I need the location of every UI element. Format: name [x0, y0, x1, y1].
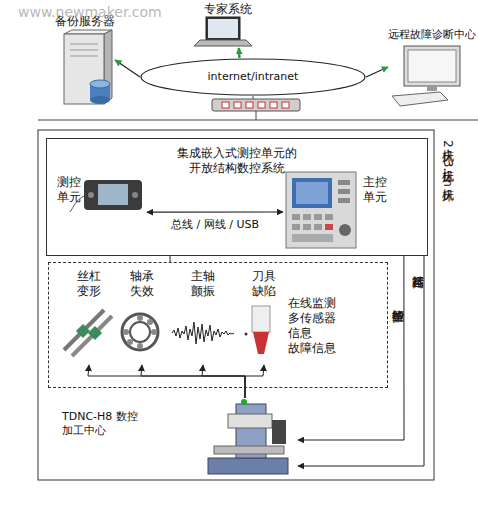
control-panel-icon [286, 172, 356, 248]
laptop-icon [194, 17, 252, 46]
monitor-icon [392, 46, 460, 106]
fault-item: 刀具 缺陷 [241, 267, 287, 365]
expert-system-node: 专家系统 [196, 2, 260, 48]
watermark: www.newmaker.com [18, 4, 162, 22]
cutting-tool-image [245, 306, 271, 354]
connector [245, 365, 264, 398]
network-switch [38, 96, 478, 120]
bearing-image [122, 314, 158, 350]
node-text: 集成嵌入式测控单元的 开放结构数控系统 [172, 146, 302, 176]
server-node: 备份服务器 [55, 14, 115, 106]
connector [88, 365, 245, 398]
fault-item: 轴承 失效 [119, 267, 165, 365]
outer-frame [38, 130, 434, 480]
node-text: 主轴 颤振 [189, 269, 217, 299]
main-control-node: 主控 单元 [283, 169, 395, 251]
node-text: 远程故障诊断中心 [388, 28, 478, 42]
node-text: 专家系统 [196, 2, 260, 17]
measure-unit-node: 测控 单元 [55, 169, 147, 223]
cnc-system-box: 集成嵌入式测控单元的 开放结构数控系统测控 单元 主控 单元 [46, 138, 428, 256]
connector [141, 365, 245, 398]
lead-screw-image [64, 310, 112, 356]
connector [147, 211, 283, 212]
connector [202, 365, 245, 398]
monitoring-box: 在线监测 多传感器 信息 故障信息 丝杠 变形轴承 失效 主轴 颤振 刀具 缺陷 [48, 262, 388, 388]
node-text: 轴承 失效 [128, 269, 156, 299]
machine-node: TDNC-H8 数控 加工中心 [58, 398, 298, 476]
machine-tool-image [208, 399, 288, 474]
node-text: 在线监测 多传感器 信息 故障信息 [288, 296, 340, 356]
fault-item: 主轴 颤振 [169, 267, 237, 365]
network-ellipse: internet/intranet [140, 58, 366, 96]
connector [115, 60, 140, 77]
connector [366, 67, 388, 77]
node-text: TDNC-H8 数控 加工中心 [62, 410, 162, 438]
connector [170, 256, 171, 262]
edge-label: 总线 / 网线 / USB [150, 218, 280, 232]
server-icon [64, 30, 112, 104]
remote-center-node: 远程故障诊断中心 [388, 26, 478, 108]
connector [298, 256, 404, 440]
ellipse-shape [141, 59, 365, 95]
connector [238, 48, 241, 58]
fault-item: 丝杠 变形 [61, 267, 117, 365]
node-text: 主控 单元 [363, 175, 389, 205]
node-text: internet/intranet [140, 70, 366, 84]
node-text: 丝杠 变形 [75, 269, 103, 299]
machine-list-label: 机床2，机床3…机床n [440, 140, 455, 187]
node-text: 测控 单元 [57, 175, 83, 205]
node-text: 刀具 缺陷 [250, 269, 278, 299]
connector [298, 256, 424, 466]
vibration-waveform [172, 322, 234, 344]
